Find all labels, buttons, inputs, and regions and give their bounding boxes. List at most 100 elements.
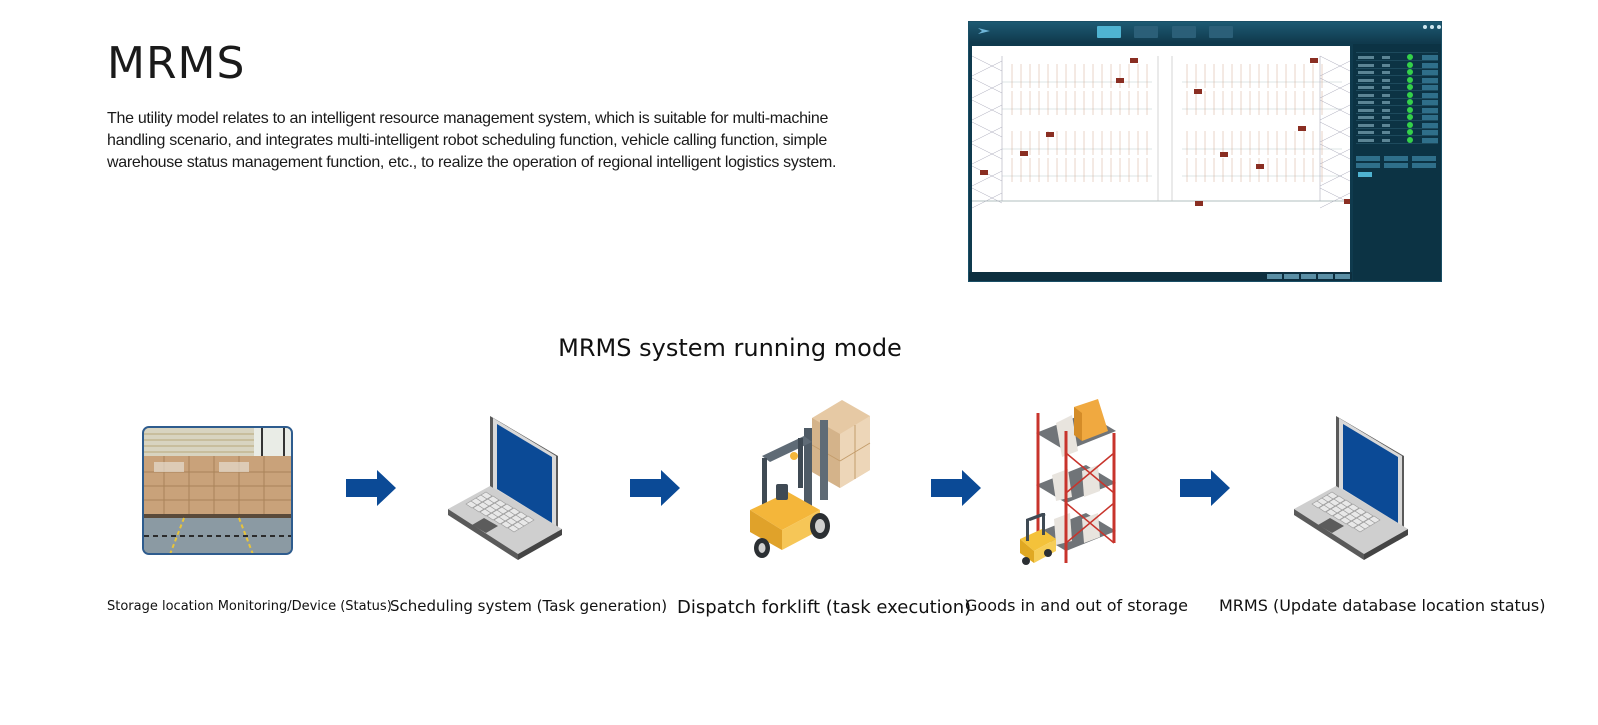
storage-rack-icon: [1020, 399, 1116, 565]
logo-icon: [978, 28, 990, 34]
map-line: [971, 104, 1003, 121]
window-control-icon: [1423, 25, 1427, 29]
side-cell: [1358, 131, 1374, 134]
agv-marker: [1298, 126, 1306, 131]
side-cell: [1358, 138, 1374, 142]
side-cell: [1358, 71, 1374, 74]
map-line: [971, 126, 1003, 143]
map-line: [1319, 82, 1351, 99]
map-line: [971, 60, 1003, 77]
keyboard-key: [1368, 515, 1381, 524]
side-panel-button: [1412, 156, 1436, 161]
side-cell: [1358, 116, 1374, 119]
keyboard-key: [515, 511, 528, 520]
side-cell: [1358, 93, 1374, 97]
keyboard-key: [1354, 507, 1367, 516]
arrow-right-icon: [346, 470, 396, 506]
status-light-icon: [1407, 129, 1413, 135]
side-cell: [1382, 78, 1390, 82]
side-action-button: [1422, 122, 1438, 128]
keyboard-key: [494, 499, 507, 508]
side-cell: [1382, 93, 1390, 97]
side-action-button: [1422, 100, 1438, 105]
side-cell: [1358, 63, 1374, 67]
map-line: [971, 121, 1003, 138]
status-light-icon: [1407, 91, 1413, 98]
step-label: Goods in and out of storage: [965, 596, 1188, 615]
side-table-row: [1356, 91, 1438, 99]
side-action-button: [1422, 115, 1438, 120]
map-line: [971, 143, 1003, 160]
window-control-icon: [1437, 25, 1441, 29]
side-cell: [1358, 101, 1374, 104]
map-line: [971, 55, 1003, 72]
agv-marker: [1195, 201, 1203, 206]
side-cell: [1358, 108, 1374, 112]
side-action-button: [1422, 62, 1438, 68]
keyboard-key: [1326, 491, 1339, 500]
map-line: [1319, 170, 1351, 187]
map-drawing: [971, 55, 1352, 209]
agv-marker: [1220, 152, 1228, 157]
map-line: [1319, 126, 1351, 143]
side-cell: [1382, 71, 1390, 74]
side-panel-button: [1356, 163, 1380, 168]
page-title: MRMS: [107, 38, 246, 89]
screenshot-bottombar: [969, 272, 1352, 281]
map-line: [971, 170, 1003, 187]
side-cell: [1382, 116, 1390, 119]
side-table-row: [1356, 54, 1438, 61]
screenshot-button: [1301, 274, 1316, 279]
side-cell: [1358, 78, 1374, 82]
map-line: [1319, 121, 1351, 138]
agv-marker: [1256, 164, 1264, 169]
map-line: [1319, 143, 1351, 160]
warehouse-map: [971, 46, 1352, 272]
side-table-header: [1356, 46, 1438, 53]
side-table-row: [1356, 61, 1438, 69]
warehouse-photo: [142, 426, 293, 555]
window-control-icon: [1430, 25, 1434, 29]
side-table-row: [1356, 114, 1438, 121]
screenshot-button: [1318, 274, 1333, 279]
screenshot-button: [1284, 274, 1299, 279]
keyboard-key: [522, 515, 535, 524]
side-cell: [1382, 131, 1390, 134]
status-light-icon: [1407, 54, 1413, 60]
side-action-button: [1422, 130, 1438, 135]
keyboard-key: [501, 503, 514, 512]
arrow-right-icon: [931, 470, 981, 506]
status-light-icon: [1407, 121, 1413, 128]
agv-marker: [1020, 151, 1028, 156]
keyboard-key: [1333, 495, 1346, 504]
map-line: [971, 99, 1003, 116]
side-table-row: [1356, 106, 1438, 114]
screenshot-tab: [1209, 26, 1233, 38]
side-cell: [1358, 56, 1374, 59]
side-cell: [1382, 123, 1390, 127]
side-cell: [1358, 86, 1374, 89]
side-cell: [1382, 63, 1390, 67]
side-action-button: [1422, 55, 1438, 60]
agv-marker: [1130, 58, 1138, 63]
status-light-icon: [1407, 136, 1413, 143]
map-line: [1319, 99, 1351, 116]
side-cell: [1382, 138, 1390, 142]
status-light-icon: [1407, 84, 1413, 90]
map-line: [1319, 60, 1351, 77]
side-action-button: [1422, 77, 1438, 83]
side-table-row: [1356, 99, 1438, 106]
side-cell: [1382, 86, 1390, 89]
map-line: [971, 187, 1003, 204]
agv-marker: [1116, 78, 1124, 83]
step-label: Storage location Monitoring/Device (Stat…: [107, 599, 392, 614]
side-table-row: [1356, 136, 1438, 144]
side-action-button: [1422, 137, 1438, 143]
side-cell: [1358, 123, 1374, 127]
map-line: [1319, 192, 1351, 209]
keyboard-key: [508, 507, 521, 516]
keyboard-key: [1347, 503, 1360, 512]
status-light-icon: [1407, 106, 1413, 113]
side-table-row: [1356, 76, 1438, 84]
flow-title: MRMS system running mode: [558, 334, 902, 362]
